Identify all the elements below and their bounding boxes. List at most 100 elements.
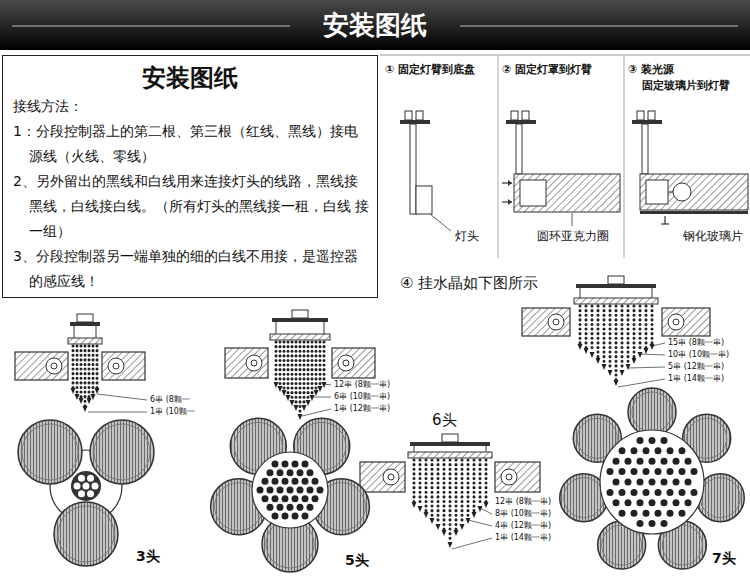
model-label: 5头 bbox=[345, 552, 369, 569]
bulb-symbol bbox=[46, 358, 62, 374]
canopy-post bbox=[74, 326, 75, 338]
bulb-symbol bbox=[388, 474, 394, 480]
crystal-drop bbox=[590, 352, 595, 358]
crystal-dot bbox=[619, 489, 626, 496]
crystal-dot bbox=[649, 520, 656, 527]
model-label: 7头 bbox=[712, 550, 736, 567]
crystal-drop bbox=[644, 348, 649, 354]
crystal-dot bbox=[667, 510, 674, 517]
crystal-strand bbox=[591, 306, 594, 352]
crystal-dot bbox=[679, 489, 686, 496]
leader-line bbox=[88, 412, 147, 413]
crystal-dot bbox=[649, 499, 656, 506]
strand-count-label: 6串 (8颗一 bbox=[150, 395, 190, 405]
strand-count-label: 6串 (10颗一串) bbox=[334, 392, 390, 402]
crystal-dot bbox=[302, 512, 309, 519]
crystal-drop bbox=[430, 518, 435, 524]
lamp-arm bbox=[516, 124, 522, 174]
lamp-shade-circle bbox=[54, 502, 118, 566]
crystal-drop bbox=[91, 394, 96, 400]
leader-line bbox=[618, 379, 665, 387]
canopy-stud bbox=[292, 310, 308, 318]
canopy-post bbox=[276, 322, 277, 334]
bulb-symbol bbox=[673, 319, 679, 325]
crystal-dot bbox=[292, 512, 299, 519]
crystal-dot bbox=[307, 469, 314, 476]
crystal-dot bbox=[625, 479, 632, 486]
crystal-dot bbox=[637, 479, 644, 486]
canopy-stud bbox=[442, 434, 458, 442]
crystal-dot bbox=[292, 495, 299, 502]
crystal-dot bbox=[307, 487, 314, 494]
bulb-symbol bbox=[548, 314, 564, 330]
ceiling-plate bbox=[400, 120, 430, 124]
crystal-strand bbox=[76, 346, 79, 394]
crystal-dot bbox=[262, 495, 269, 502]
crystal-strand bbox=[437, 460, 440, 524]
acrylic-ring bbox=[640, 174, 748, 210]
crystal-drop bbox=[584, 348, 589, 354]
canopy-post bbox=[96, 326, 97, 338]
crystal-strand bbox=[307, 342, 310, 400]
crystal-dot bbox=[302, 478, 309, 485]
crystal-dot bbox=[667, 447, 674, 454]
bulb-symbol bbox=[251, 360, 257, 366]
crystal-dot bbox=[661, 479, 668, 486]
canopy-post bbox=[324, 322, 325, 334]
lamp-arm bbox=[642, 124, 648, 174]
crystal-dot bbox=[297, 504, 304, 511]
crystal-dot bbox=[667, 468, 674, 475]
crystal-strand bbox=[615, 306, 618, 380]
lamp-socket bbox=[646, 180, 668, 204]
crystal-strand bbox=[323, 342, 326, 382]
crystal-drop bbox=[87, 398, 92, 404]
crystal-strand bbox=[461, 460, 464, 524]
crystal-dot bbox=[302, 461, 309, 468]
crystal-drop bbox=[466, 518, 471, 524]
crystal-drop bbox=[620, 370, 625, 376]
screw-arrow bbox=[508, 180, 512, 186]
crystal-dot bbox=[661, 458, 668, 465]
model-label: 3头 bbox=[136, 548, 160, 565]
crystal-strand bbox=[80, 346, 83, 398]
crystal-drop bbox=[310, 395, 315, 401]
crystal-dot bbox=[637, 458, 644, 465]
crystal-dot bbox=[312, 495, 319, 502]
crystal-dot bbox=[673, 479, 680, 486]
crystal-dot bbox=[74, 483, 81, 490]
crystal-dot bbox=[297, 469, 304, 476]
crystal-dot bbox=[685, 499, 692, 506]
leader-line bbox=[312, 397, 331, 398]
crystal-strand bbox=[275, 342, 278, 382]
crystal-strand bbox=[283, 342, 286, 390]
crystal-dot bbox=[679, 510, 686, 517]
crystal-dot bbox=[631, 447, 638, 454]
crystal-dot bbox=[312, 478, 319, 485]
crystal-dot bbox=[643, 447, 650, 454]
acrylic-ring bbox=[514, 174, 620, 212]
crystal-strand bbox=[303, 342, 306, 405]
lamp-socket bbox=[520, 180, 546, 206]
screw bbox=[664, 216, 665, 224]
crystal-strand bbox=[639, 306, 642, 352]
crystal-dot bbox=[267, 487, 274, 494]
crystal-dot bbox=[272, 512, 279, 519]
crystal-dot bbox=[282, 461, 289, 468]
crystal-ring bbox=[574, 298, 658, 304]
crystal-drop bbox=[302, 405, 307, 411]
ceiling-slab bbox=[225, 348, 268, 378]
crystal-dot bbox=[673, 458, 680, 465]
crystal-dot bbox=[679, 447, 686, 454]
crystal-strand bbox=[455, 460, 458, 530]
strand-count-label: 1串 (12颗一串) bbox=[334, 404, 390, 414]
strand-count-label: 15串 (8颗一串) bbox=[668, 338, 724, 348]
crystal-dot bbox=[292, 461, 299, 468]
strand-count-label: 12串 (8颗一串) bbox=[495, 497, 551, 507]
crystal-drop bbox=[626, 364, 631, 370]
crystal-dot bbox=[655, 447, 662, 454]
ceiling-slab bbox=[332, 348, 375, 378]
crystal-drop bbox=[596, 358, 601, 364]
step-panel: ③ 装光源 固定玻璃片到灯臂 bbox=[628, 62, 748, 94]
crystal-dot bbox=[619, 468, 626, 475]
ceiling-slab bbox=[522, 308, 570, 336]
